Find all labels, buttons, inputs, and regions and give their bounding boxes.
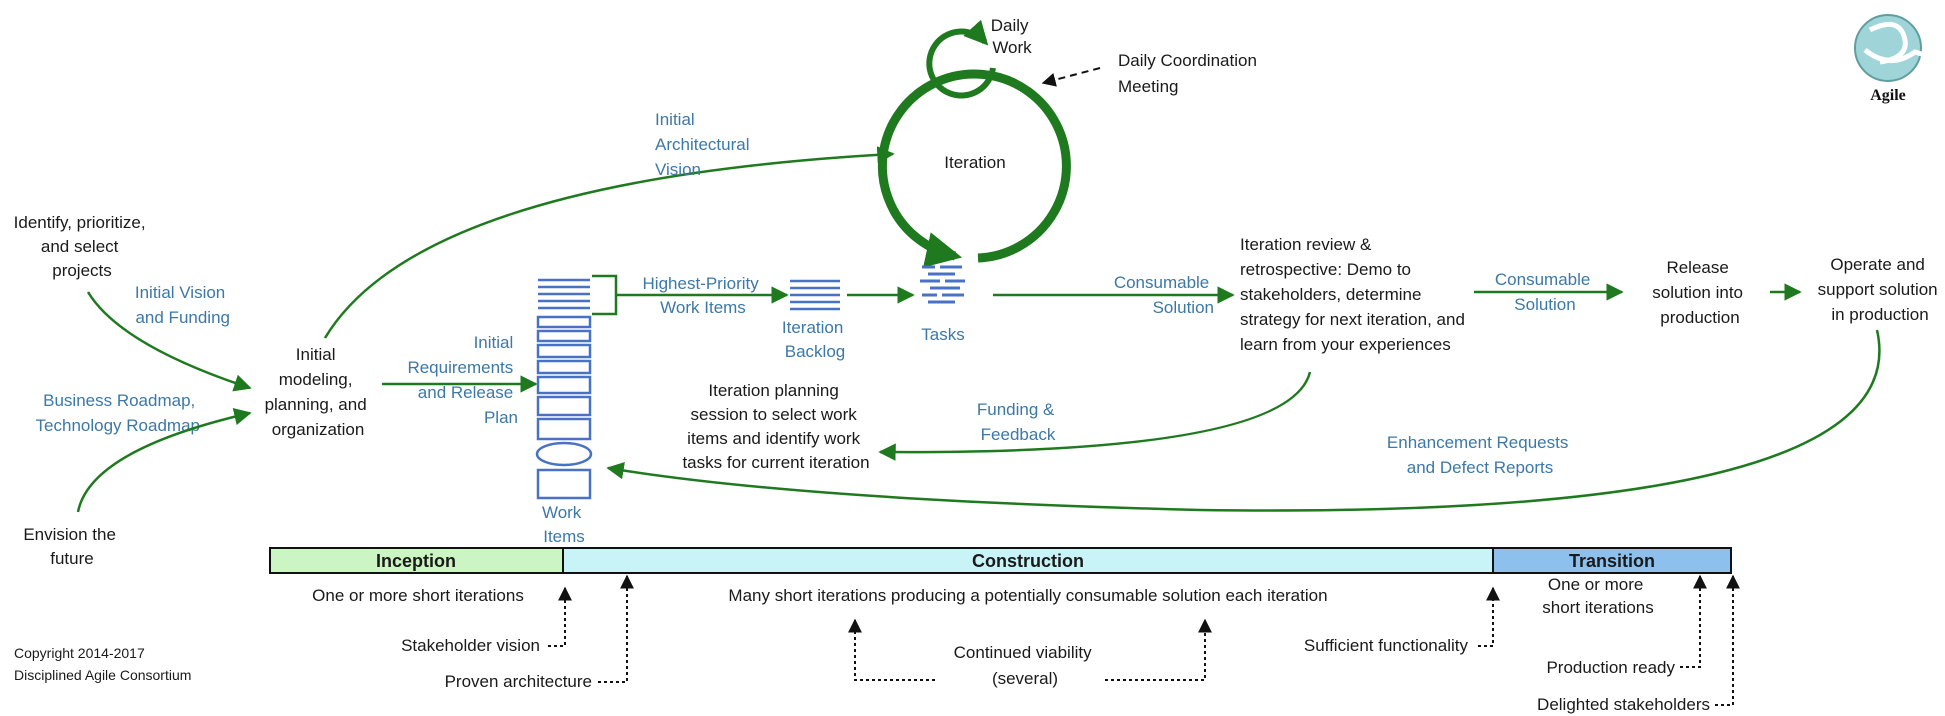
iteration-cycle: Iteration [877, 69, 1071, 268]
business-roadmap-label: Business Roadmap, Technology Roadmap [36, 391, 200, 435]
daily-work-loop [926, 19, 996, 99]
svg-text:Sufficient functionality: Sufficient functionality [1304, 636, 1469, 655]
svg-text:Continued viability (sev: Continued viability (several) [954, 643, 1097, 688]
construction-description: Many short iterations producing a potent… [728, 586, 1327, 605]
daily-coordination-arrow [1041, 67, 1101, 87]
work-items-stack [535, 278, 593, 500]
svg-text:Stakeholder vision: Stakeholder vision [401, 636, 540, 655]
phase-inception-label: Inception [376, 551, 456, 571]
iteration-backlog-label: Iteration Backlog [782, 318, 848, 361]
tasks-label: Tasks [921, 325, 964, 344]
initial-requirements-label: Initial Requirements and Release Plan [407, 333, 518, 427]
milestone-production-ready: Production ready [1546, 574, 1707, 677]
enhancement-requests-arrow [606, 329, 1881, 512]
phase-construction-label: Construction [972, 551, 1084, 571]
tasks-icon [920, 265, 965, 304]
agile-logo-label: Agile [1870, 87, 1906, 104]
funding-feedback-label: Funding & Feedback [977, 400, 1059, 444]
identify-to-modeling-arrow [86, 291, 252, 392]
milestone-delighted-stakeholders: Delighted stakeholders [1537, 574, 1740, 714]
agile-logo-swirl [1863, 21, 1926, 65]
svg-text:Delighted stakeholders: Delighted stakeholders [1537, 695, 1710, 714]
milestone-sufficient-functionality: Sufficient functionality [1304, 586, 1500, 655]
initial-vision-funding-label: Initial Vision and Funding [135, 283, 230, 327]
phase-transition-bar [1492, 547, 1732, 574]
consumable-solution-label-2: Consumable Solution [1495, 270, 1595, 314]
work-items-bracket [592, 274, 618, 316]
initial-modeling-label: Initial modeling, planning, and organiza… [265, 345, 372, 439]
highest-priority-label: Highest-Priority Work Items [643, 274, 764, 317]
enhancement-requests-label: Enhancement Requests and Defect Reports [1387, 433, 1573, 477]
release-label: Release solution into production [1652, 258, 1747, 327]
consumable-solution-label-1: Consumable Solution [1114, 273, 1214, 317]
initial-architectural-vision-label: Initial Architectural Vision [655, 110, 754, 179]
daily-coordination-label: Daily Coordination Meeting [1118, 51, 1262, 96]
iteration-backlog-icon [790, 279, 840, 311]
milestone-stakeholder-vision: Stakeholder vision [401, 586, 572, 655]
milestone-continued-viability: Continued viability (several) [848, 618, 1212, 688]
agile-logo: Agile [1854, 14, 1926, 104]
envision-to-modeling-arrow [76, 408, 252, 513]
daily-work-label: Daily Work [991, 16, 1034, 57]
transition-description: One or more short iterations [1542, 575, 1654, 617]
work-items-label: Work Items [542, 503, 586, 546]
envision-future-label: Envision the future [23, 525, 120, 568]
milestone-proven-architecture: Proven architecture [445, 574, 634, 691]
copyright-text: Copyright 2014-2017 Disciplined Agile Co… [14, 645, 191, 683]
iteration-planning-label: Iteration planning session to select wor… [682, 381, 869, 472]
svg-text:Production ready: Production ready [1546, 658, 1675, 677]
svg-text:Proven architecture: Proven architecture [445, 672, 592, 691]
iteration-review-label: Iteration review & retrospective: Demo t… [1240, 235, 1470, 354]
architectural-vision-arrow [323, 146, 895, 339]
iteration-loop [877, 69, 1071, 268]
iteration-label: Iteration [944, 153, 1005, 172]
operate-label: Operate and support solution in producti… [1818, 255, 1943, 324]
phase-construction-bar [562, 547, 1494, 574]
phase-transition-label: Transition [1569, 551, 1655, 571]
daily-work-cycle: Daily Work [926, 16, 1034, 99]
identify-projects-label: Identify, prioritize, and select project… [14, 213, 151, 280]
funding-feedback-arrow [878, 371, 1312, 461]
phase-timeline: Inception Construction Transition [269, 547, 1732, 574]
inception-description: One or more short iterations [312, 586, 524, 605]
daily-coordination-meeting: Daily Coordination Meeting [1041, 51, 1262, 96]
phase-inception-bar [269, 547, 564, 574]
